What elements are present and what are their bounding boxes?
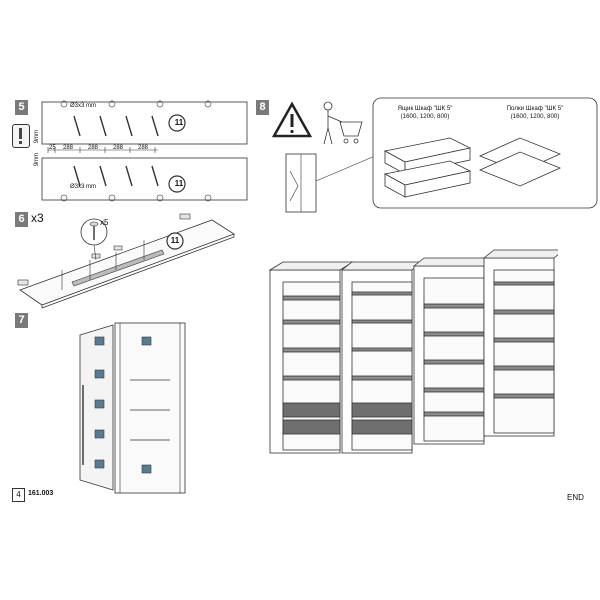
hole-spec-top: Ø3x3 mm	[70, 103, 97, 109]
part-number-bottom: 11	[174, 179, 184, 188]
step6-multiplier: x3	[31, 211, 44, 225]
step-number-6: 6	[15, 212, 28, 227]
step7-cabinet-drawing	[79, 322, 186, 494]
step-number-5: 5	[15, 100, 28, 115]
shelf-sizes: (1600, 1200, 800)	[510, 113, 560, 120]
shelf-title: Полки Шкаф "ШК 5"	[506, 105, 564, 112]
drawer-sizes: (1600, 1200, 800)	[400, 113, 450, 120]
final-wardrobe-assembly	[268, 249, 558, 454]
hole-spec-bottom: Ø3x3 mm	[70, 184, 97, 190]
step5-panel-drawing	[41, 100, 248, 202]
step6-part-number: 11	[170, 236, 180, 245]
end-label: END	[567, 493, 584, 502]
doc-code: 161.003	[28, 490, 54, 497]
dim-9mm-top: 9mm	[34, 129, 41, 144]
step-number-7: 7	[15, 313, 28, 328]
step8-warning-drawing	[271, 97, 598, 213]
drawer-title: Ящик Шкаф "ШК 5"	[397, 105, 453, 112]
step-number-8: 8	[256, 100, 269, 115]
dim-288-a: 288	[63, 145, 74, 151]
dim-9mm-bottom: 9mm	[34, 152, 41, 167]
step6-shelf-drawing	[17, 213, 235, 309]
dim-288-c: 288	[113, 145, 124, 151]
part-number-top: 11	[174, 118, 184, 127]
screw-count: x5	[100, 218, 109, 227]
dim-288-d: 288	[138, 145, 149, 151]
dim-288-b: 288	[88, 145, 99, 151]
page-number: 4	[12, 488, 25, 502]
warning-hand-icon	[12, 124, 30, 148]
dim-25: 25	[49, 145, 56, 151]
